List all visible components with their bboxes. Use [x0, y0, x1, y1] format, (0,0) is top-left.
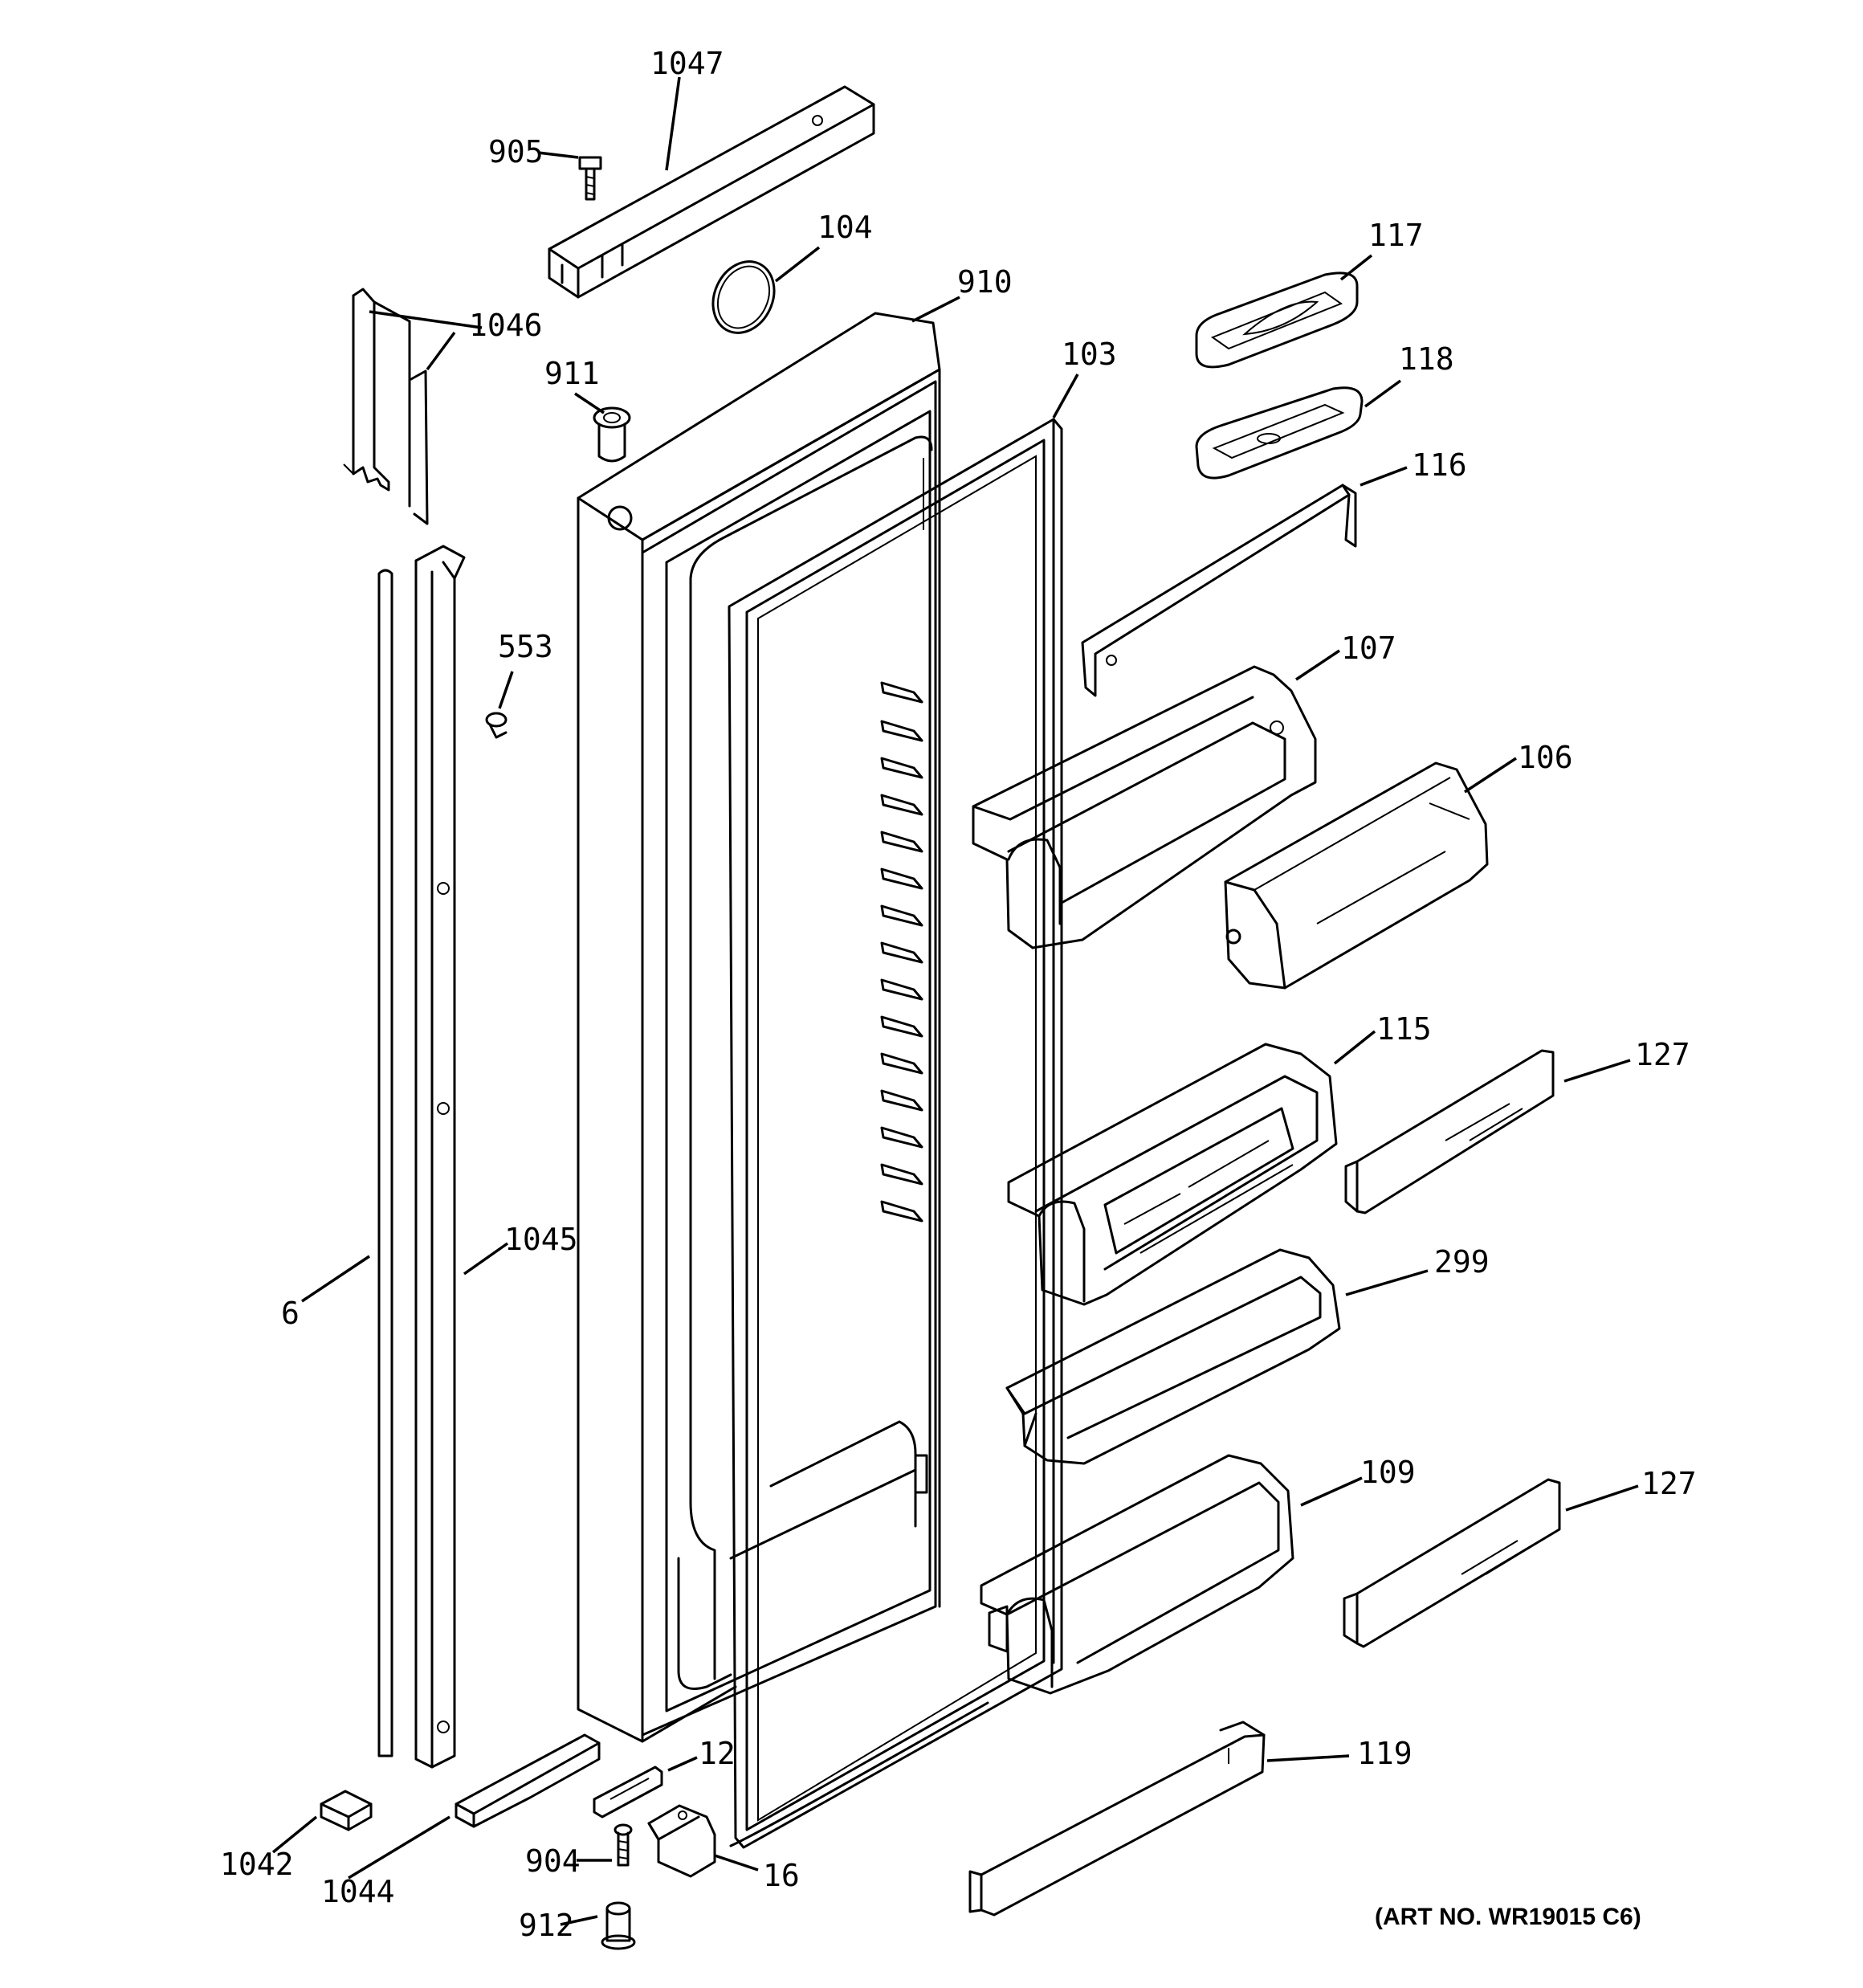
part-1042-hinge-clip — [320, 1790, 373, 1831]
part-12-plate — [593, 1766, 663, 1819]
part-119-bin-front — [968, 1721, 1266, 1917]
label-910: 910 — [957, 264, 1013, 300]
part-127-lower-bin-front — [1343, 1478, 1561, 1648]
part-118-tray — [1195, 386, 1364, 480]
part-104-ring — [711, 260, 776, 334]
part-106-bin-cover — [1224, 761, 1489, 990]
part-905-bolt — [578, 156, 602, 201]
label-116: 116 — [1412, 447, 1467, 483]
part-553-screw — [485, 712, 508, 739]
label-127-lower: 127 — [1641, 1466, 1697, 1501]
label-299: 299 — [1434, 1244, 1490, 1280]
label-103: 103 — [1062, 337, 1117, 372]
label-1046: 1046 — [469, 308, 543, 343]
label-106: 106 — [1518, 740, 1573, 775]
label-912: 912 — [519, 1908, 574, 1943]
part-16-hinge — [647, 1804, 716, 1878]
part-1046-channel — [343, 288, 429, 525]
part-912-bushing — [601, 1901, 636, 1950]
label-107: 107 — [1341, 631, 1396, 666]
label-905: 905 — [488, 134, 544, 169]
part-109-bin — [980, 1454, 1294, 1695]
shelf-clip-ladder — [880, 681, 923, 1223]
label-115: 115 — [1376, 1011, 1432, 1047]
label-553: 553 — [498, 629, 553, 664]
label-119: 119 — [1357, 1736, 1413, 1771]
art-number: (ART NO. WR19015 C6) — [1375, 1904, 1641, 1930]
part-1044-bottom-bracket — [455, 1733, 601, 1828]
label-109: 109 — [1360, 1455, 1416, 1490]
part-1045-trim-channel — [414, 545, 466, 1769]
label-12: 12 — [699, 1736, 736, 1771]
part-103-door-gasket — [728, 418, 1063, 1849]
label-117: 117 — [1368, 218, 1424, 253]
label-904: 904 — [525, 1843, 581, 1879]
label-1042: 1042 — [220, 1847, 294, 1882]
part-127-upper-bin-front — [1344, 1049, 1555, 1214]
part-115-bin — [1007, 1043, 1338, 1306]
label-911: 911 — [544, 356, 600, 391]
part-1047-top-bracket — [548, 85, 875, 299]
label-104: 104 — [817, 210, 873, 245]
part-117-cover — [1195, 271, 1359, 369]
part-911-bushing — [593, 406, 631, 463]
label-6: 6 — [281, 1296, 300, 1331]
part-116-trim-bar — [1081, 484, 1357, 697]
leader-lines — [271, 76, 1639, 1926]
label-1044: 1044 — [321, 1874, 395, 1909]
part-904-screw — [614, 1823, 633, 1867]
part-6-gasket-strip — [377, 569, 393, 1757]
part-299-bin — [1005, 1248, 1341, 1465]
label-16: 16 — [763, 1858, 800, 1893]
label-1047: 1047 — [650, 46, 724, 81]
door-inner-liner — [641, 380, 937, 1737]
label-127-upper: 127 — [1635, 1037, 1690, 1072]
label-1045: 1045 — [504, 1222, 578, 1257]
label-118: 118 — [1399, 341, 1454, 377]
part-107-bin — [972, 665, 1317, 949]
